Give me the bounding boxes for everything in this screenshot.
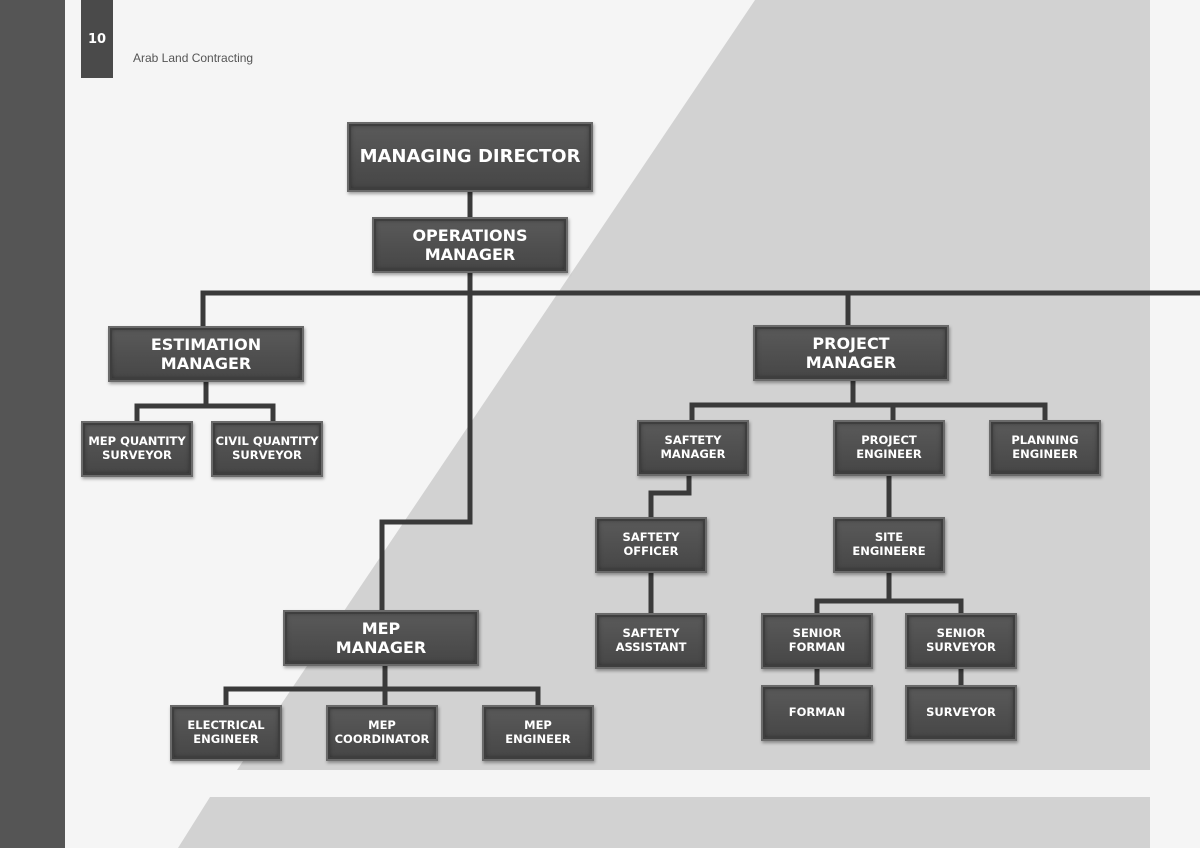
node-label: SAFTETY MANAGER — [660, 433, 726, 461]
connector-project-manager-to-saftety-manager — [689, 381, 856, 420]
connector-project-manager-to-planning-engineer — [893, 402, 1048, 420]
node-mep-manager: MEP MANAGER — [283, 610, 479, 666]
node-label: SURVEYOR — [926, 705, 996, 720]
background-panel — [237, 0, 1150, 770]
node-label: FORMAN — [788, 705, 846, 720]
connector-site-engineere-to-senior-surveyor — [889, 598, 964, 613]
background-panel-lower — [178, 797, 1150, 848]
node-saftety-assistant: SAFTETY ASSISTANT — [595, 613, 707, 669]
node-operations-manager: OPERATIONS MANAGER — [372, 217, 568, 273]
node-label: ESTIMATION MANAGER — [150, 334, 262, 373]
connector-operations-manager-to-estimation-manager — [200, 273, 473, 326]
connector-operations-manager-to-project-manager — [470, 290, 1200, 325]
node-saftety-manager: SAFTETY MANAGER — [637, 420, 749, 476]
node-label: OPERATIONS MANAGER — [412, 225, 528, 264]
node-label: SAFTETY OFFICER — [622, 530, 680, 558]
node-mep-engineer: MEP ENGINEER — [482, 705, 594, 761]
node-label: CIVIL QUANTITY SURVEYOR — [215, 434, 319, 462]
connector-site-engineere-to-senior-forman — [814, 573, 892, 613]
node-senior-forman: SENIOR FORMAN — [761, 613, 873, 669]
node-label: PROJECT MANAGER — [805, 333, 897, 372]
page-number: 10 — [81, 0, 113, 78]
node-surveyor: SURVEYOR — [905, 685, 1017, 741]
sidebar-strip — [0, 0, 65, 848]
node-estimation-manager: ESTIMATION MANAGER — [108, 326, 304, 382]
node-civil-quantity-surveyor: CIVIL QUANTITY SURVEYOR — [211, 421, 323, 477]
node-site-engineere: SITE ENGINEERE — [833, 517, 945, 573]
node-label: MEP ENGINEER — [505, 718, 571, 746]
node-saftety-officer: SAFTETY OFFICER — [595, 517, 707, 573]
node-label: PLANNING ENGINEER — [1011, 433, 1079, 461]
node-label: SAFTETY ASSISTANT — [615, 626, 687, 654]
connector-estimation-manager-to-mep-quantity-surveyor — [134, 382, 209, 421]
node-forman: FORMAN — [761, 685, 873, 741]
node-label: PROJECT ENGINEER — [856, 433, 922, 461]
connector-lines — [134, 192, 1200, 705]
node-label: SITE ENGINEERE — [852, 530, 926, 558]
node-project-engineer: PROJECT ENGINEER — [833, 420, 945, 476]
node-senior-surveyor: SENIOR SURVEYOR — [905, 613, 1017, 669]
brand-name: Arab Land Contracting — [133, 51, 254, 65]
connector-saftety-manager-to-saftety-officer — [648, 476, 692, 517]
connector-mep-manager-to-electrical-engineer — [223, 666, 388, 705]
node-label: SENIOR FORMAN — [788, 626, 846, 654]
node-mep-coordinator: MEP COORDINATOR — [326, 705, 438, 761]
node-label: ELECTRICAL ENGINEER — [187, 718, 265, 746]
node-project-manager: PROJECT MANAGER — [753, 325, 949, 381]
node-planning-engineer: PLANNING ENGINEER — [989, 420, 1101, 476]
node-label: MEP COORDINATOR — [334, 718, 430, 746]
node-label: MEP QUANTITY SURVEYOR — [88, 434, 186, 462]
connector-mep-manager-to-mep-engineer — [385, 686, 541, 705]
node-managing-director: MANAGING DIRECTOR — [347, 122, 593, 192]
connector-operations-manager-to-mep-manager — [379, 273, 473, 610]
node-mep-quantity-surveyor: MEP QUANTITY SURVEYOR — [81, 421, 193, 477]
node-label: SENIOR SURVEYOR — [926, 626, 996, 654]
node-label: MEP MANAGER — [335, 618, 427, 657]
node-label: MANAGING DIRECTOR — [359, 146, 581, 168]
node-electrical-engineer: ELECTRICAL ENGINEER — [170, 705, 282, 761]
connector-estimation-manager-to-civil-quantity-surveyor — [206, 403, 276, 421]
